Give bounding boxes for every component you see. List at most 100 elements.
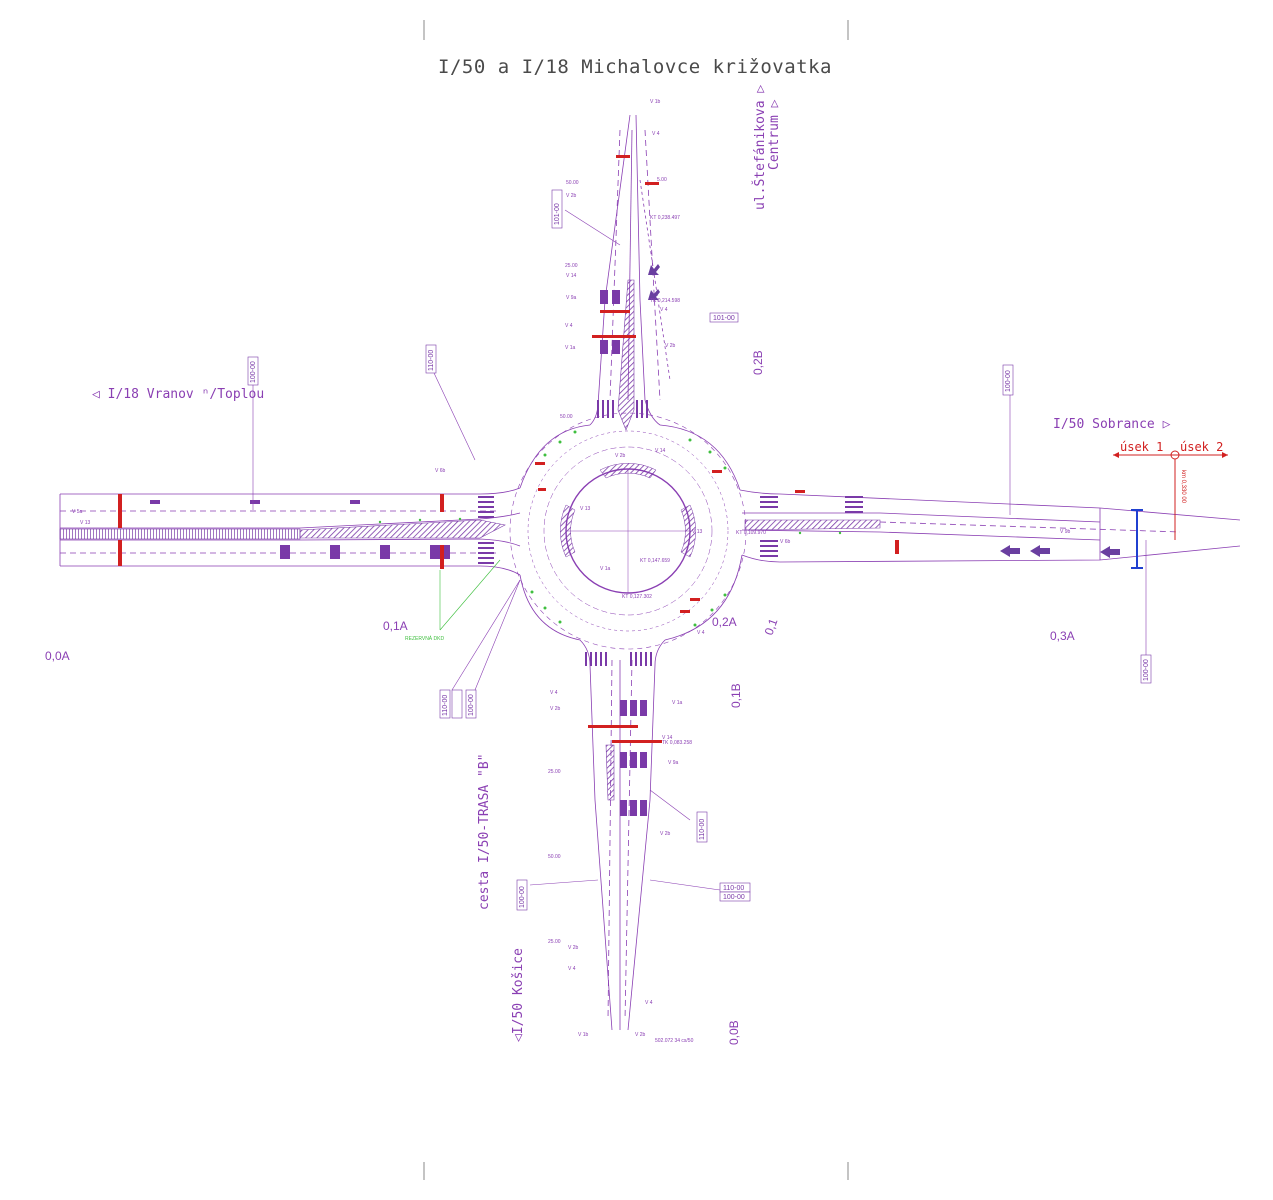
svg-text:V 2b: V 2b [635, 1032, 646, 1038]
station-0-3A: 0,3A [1050, 629, 1075, 643]
station-0-2B: 0,2B [751, 350, 765, 375]
svg-text:V 2b: V 2b [660, 831, 671, 837]
section-box-south-100b: 100-00 [719, 891, 751, 902]
svg-text:110-00: 110-00 [428, 350, 435, 371]
svg-text:V 5a: V 5a [72, 509, 83, 515]
svg-text:100-00: 100-00 [468, 694, 475, 716]
svg-text:50.00: 50.00 [566, 180, 579, 186]
north-street-label: ul.Štefánikova ▷ [752, 85, 768, 210]
station-0-2A: 0,2A [712, 615, 737, 629]
north-lane-labels [600, 290, 620, 354]
svg-text:V 1a: V 1a [672, 700, 683, 706]
svg-text:V 4: V 4 [645, 1000, 653, 1006]
svg-text:KT 0,127.302: KT 0,127.302 [622, 594, 652, 600]
green-note: REZERVNÁ DKD [405, 635, 444, 642]
west-red-dims [118, 494, 444, 569]
svg-text:100-00: 100-00 [1005, 370, 1012, 392]
roundabout-apron-hatch [560, 463, 696, 558]
svg-text:100-00: 100-00 [1143, 659, 1150, 681]
svg-text:V 6b: V 6b [780, 539, 791, 545]
svg-text:V 4: V 4 [652, 131, 660, 137]
svg-text:V 14: V 14 [566, 273, 577, 279]
south-arm [579, 639, 666, 1031]
south-median-hatch [605, 744, 615, 801]
west-median-hatch [59, 528, 301, 540]
section-1-label: úsek 1 [1120, 440, 1163, 454]
svg-text:101-00: 101-00 [554, 203, 561, 225]
svg-text:V 13: V 13 [580, 506, 591, 512]
svg-text:V 9a: V 9a [668, 760, 679, 766]
station-0-0B: 0,0B [727, 1020, 741, 1045]
north-arrows [648, 264, 660, 300]
svg-text:V 4: V 4 [550, 690, 558, 696]
south-red-dims [588, 725, 662, 743]
svg-text:100-00: 100-00 [250, 361, 257, 383]
section-box-sw-100: 100-00 [465, 689, 477, 719]
east-blue-marker [1131, 509, 1143, 569]
green-leaders [439, 559, 501, 631]
svg-text:25.00: 25.00 [565, 263, 578, 269]
svg-text:V 2b: V 2b [568, 945, 579, 951]
svg-text:V 4: V 4 [565, 323, 573, 329]
svg-text:25.00: 25.00 [548, 769, 561, 775]
annotations: V 1b V 4 50.00 5.00 V 2b KT 0,238.497 25… [72, 99, 1071, 1044]
east-lane-arrows [1000, 545, 1120, 558]
section-box-south-100-left: 100-00 [516, 879, 528, 911]
svg-text:V 2b: V 2b [566, 193, 577, 199]
station-0-0A: 0,0A [45, 649, 70, 663]
section-box-south-110b: 110-00 [719, 882, 751, 893]
section-box-north-101: 101-00 [551, 189, 563, 229]
svg-text:V 1b: V 1b [650, 99, 661, 105]
svg-text:V 6b: V 6b [435, 468, 446, 474]
svg-text:V 13: V 13 [692, 529, 703, 535]
svg-text:V 4: V 4 [697, 630, 705, 636]
svg-text:V 14: V 14 [655, 448, 666, 454]
roundabout-red-dims [535, 462, 722, 613]
section-box-east-100-low: 100-00 [1140, 654, 1152, 684]
roundabout [509, 412, 747, 650]
east-island-hatch [744, 519, 881, 531]
svg-text:50.00: 50.00 [560, 414, 573, 420]
station-0-1A: 0,1A [383, 619, 408, 633]
west-crosswalk [478, 496, 494, 564]
south-lane-labels [620, 700, 647, 816]
svg-text:502.072 34 cs/50: 502.072 34 cs/50 [655, 1038, 694, 1044]
svg-text:V 1b: V 1b [578, 1032, 589, 1038]
svg-text:V 4: V 4 [660, 307, 668, 313]
section-2-label: úsek 2 [1180, 440, 1223, 454]
south-road-label: cesta I/50-TRASA "B" [477, 753, 492, 910]
svg-text:KT 0,109.970: KT 0,109.970 [736, 530, 766, 536]
svg-text:50.00: 50.00 [548, 854, 561, 860]
svg-text:V 9a: V 9a [566, 295, 577, 301]
section-box-west-110: 110-00 [425, 344, 437, 374]
box-leaders [252, 209, 1147, 891]
east-crosswalk [760, 496, 863, 557]
section-box-north-101-right: 101-00 [709, 312, 739, 323]
west-island-hatch [299, 519, 506, 539]
south-city-label: ◁I/50 Košice [511, 948, 526, 1042]
section-box-sw-blank [451, 689, 463, 719]
section-box-sw-110: 110-00 [439, 689, 451, 719]
svg-text:KT 0,147.659: KT 0,147.659 [640, 558, 670, 564]
svg-text:V 1a: V 1a [565, 345, 576, 351]
section-km-label: km 0,330 00 [1180, 470, 1186, 504]
station-0-1B: 0,1B [729, 683, 743, 708]
north-crosswalk [597, 400, 648, 418]
svg-text:5.00: 5.00 [657, 177, 667, 183]
south-crosswalk [585, 652, 652, 666]
north-median-hatch [617, 279, 635, 431]
section-box-west-100: 100-00 [247, 356, 259, 386]
section-box-east-100: 100-00 [1002, 364, 1014, 396]
west-arm [59, 487, 521, 576]
svg-text:100-00: 100-00 [519, 886, 526, 908]
west-lane-labels [150, 500, 450, 559]
svg-text:V 2b: V 2b [615, 453, 626, 459]
svg-text:V 14: V 14 [662, 735, 673, 741]
east-direction-label: I/50 Sobrance ▷ [1053, 417, 1171, 432]
svg-text:V 9b: V 9b [1060, 529, 1071, 535]
svg-text:V 1a: V 1a [600, 566, 611, 572]
svg-text:TK 0,214.598: TK 0,214.598 [650, 298, 680, 304]
svg-text:V 2b: V 2b [550, 706, 561, 712]
svg-text:110-00: 110-00 [723, 885, 744, 892]
